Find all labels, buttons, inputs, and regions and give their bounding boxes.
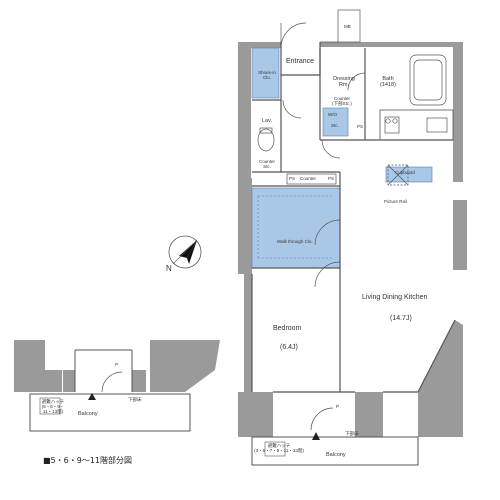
legend-caption: ■5・6・9～11階部分図: [43, 456, 133, 465]
ps-label-right: PS: [328, 176, 335, 181]
door-swings: [280, 22, 366, 431]
ps-label-left: PS: [289, 176, 296, 181]
fixtures: [257, 9, 448, 186]
closet-rails: [257, 195, 334, 259]
mb-label: MB: [344, 24, 351, 29]
room-label-bedroom: Bedroom: [273, 325, 302, 332]
label-balcony-main: Balcony: [326, 452, 346, 458]
main-balcony: [251, 432, 419, 466]
p-mark-main: P: [336, 404, 340, 409]
room-label-dressing: Dressing Rm.: [333, 76, 355, 89]
room-label-stc: Stc.: [331, 123, 339, 128]
room-label-counter-stc: Counter Stc.: [258, 159, 275, 170]
label-lower-floor-inset: 下部床: [128, 397, 142, 402]
room-label-wo: W/O: [328, 112, 337, 117]
room-label-counter-top: Counter (下部Stc.): [332, 96, 352, 107]
ps-label-bath: PS: [357, 124, 364, 129]
room-label-shoes-in: Shoes-in Clo.: [258, 70, 276, 81]
room-label-lav: Lav.: [262, 118, 272, 124]
room-label-entrance: Entrance: [286, 58, 315, 65]
room-label-ldk: Living Dining Kitchen: [362, 294, 428, 301]
inset-plan: [14, 340, 220, 392]
label-picture-rail: Picture Rail: [384, 199, 408, 204]
room-size-bedroom: (6.4J): [280, 344, 298, 351]
inset-plan-lines: [29, 349, 191, 432]
interior-walls: [251, 42, 456, 393]
north-arrow-icon: [168, 235, 202, 269]
exterior-walls: [238, 42, 467, 437]
room-label-counter: Counter: [300, 176, 317, 181]
label-escape-hatch-inset: 避難ハッチ (5・6・9・11・13階): [41, 399, 65, 415]
storage-areas: [251, 47, 433, 269]
room-label-walk-through: Walk through Clo.: [277, 239, 313, 244]
room-label-cupboard: Cupboard: [395, 170, 415, 175]
label-lower-floor-main: 下部床: [345, 431, 359, 436]
p-mark-inset: P: [115, 362, 119, 367]
label-escape-hatch-main: 避難ハッチ (3・5・7・9・11・13階): [254, 443, 304, 454]
label-balcony-inset: Balcony: [78, 411, 98, 417]
north-label: N: [166, 264, 172, 273]
room-label-bath: Bath (1418): [380, 76, 396, 89]
room-size-ldk: (14.7J): [390, 315, 412, 322]
